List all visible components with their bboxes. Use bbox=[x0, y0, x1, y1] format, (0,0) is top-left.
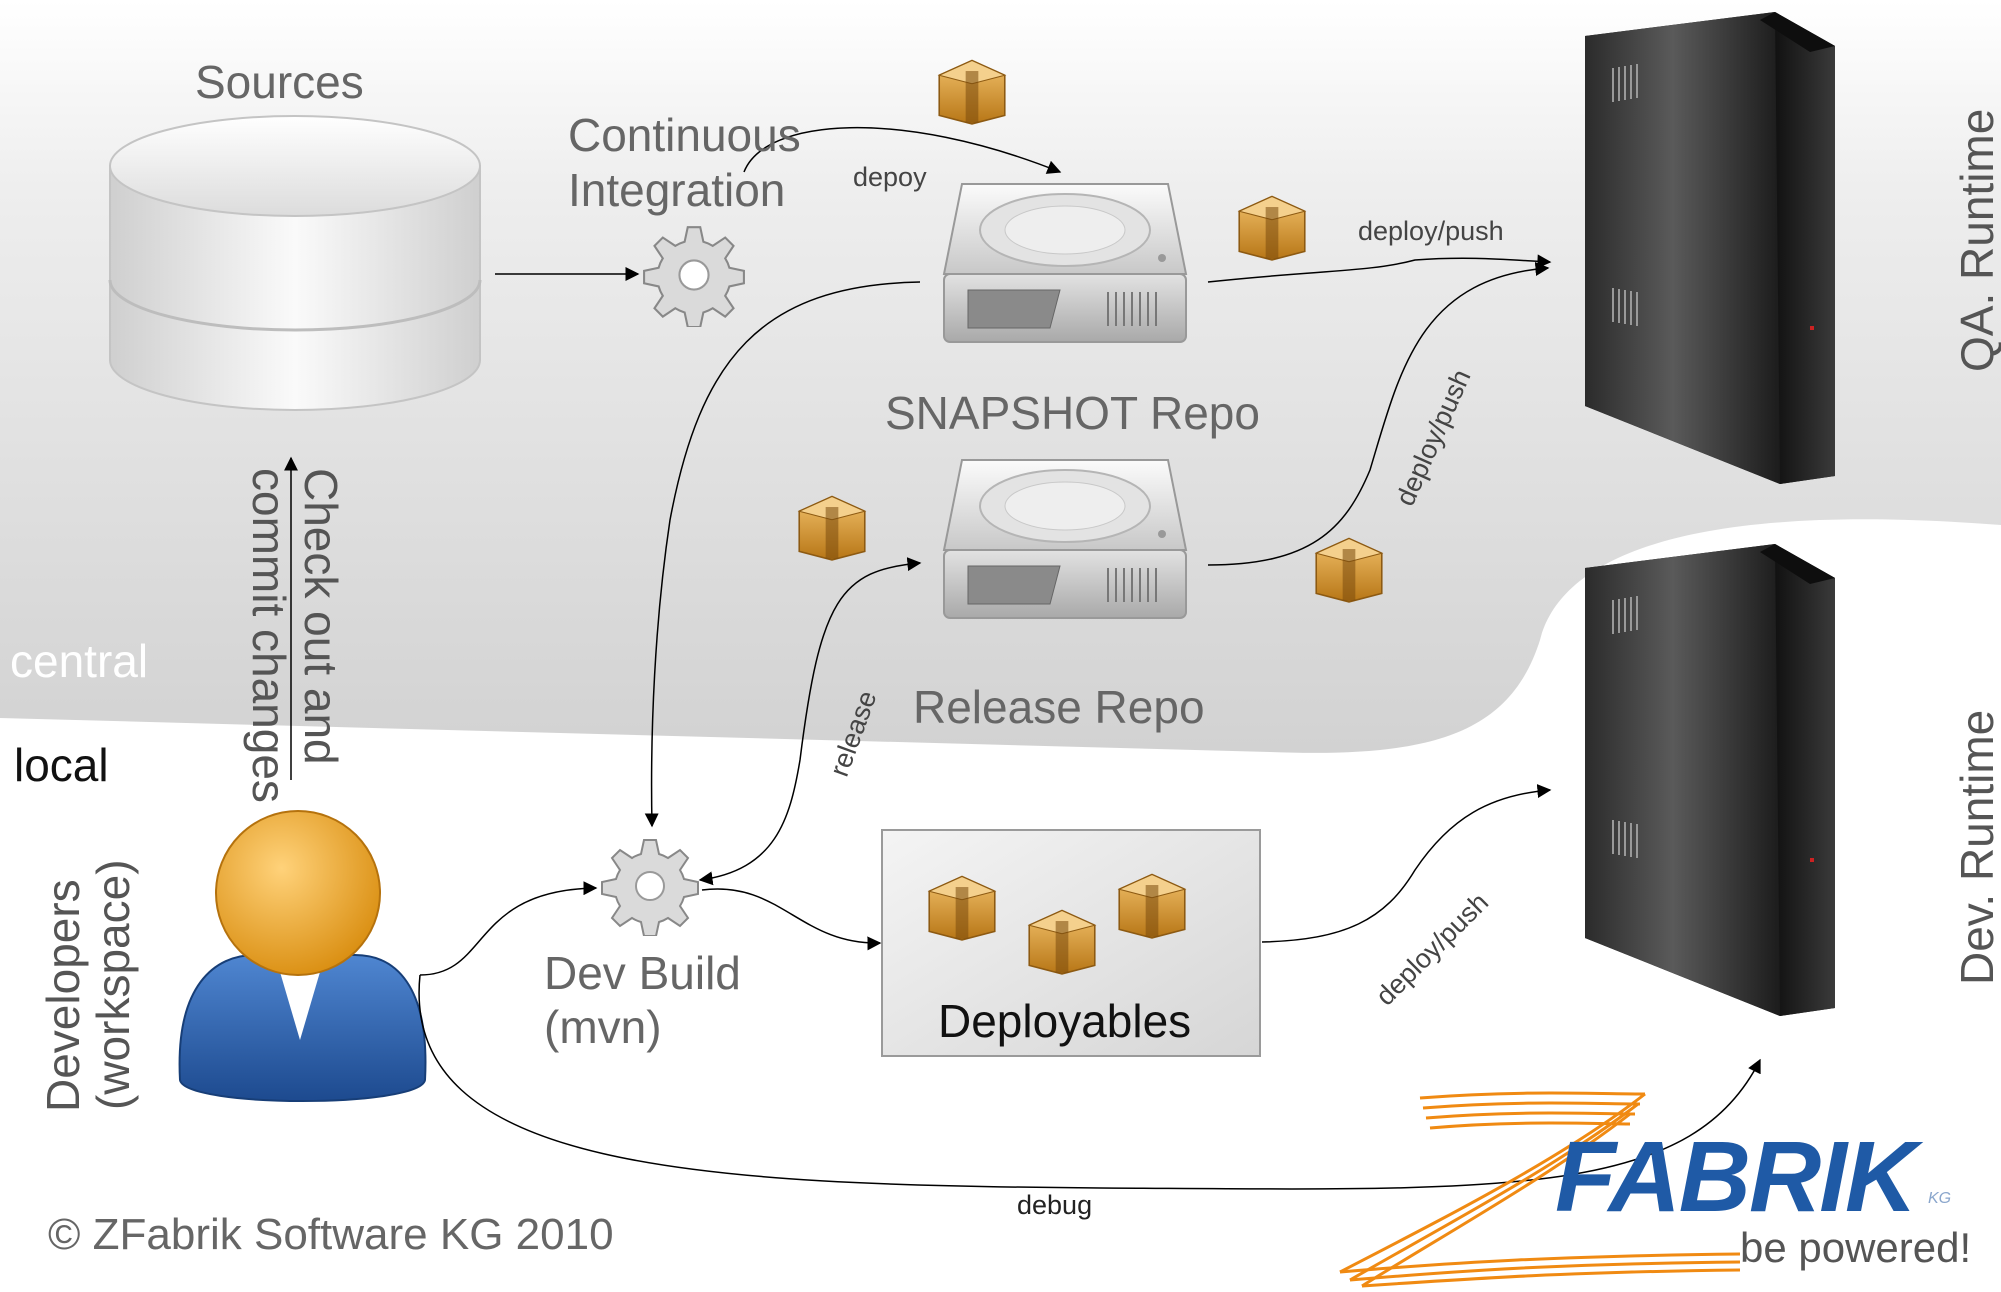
package-icon bbox=[1028, 909, 1096, 975]
package-icon bbox=[1315, 537, 1383, 603]
edge-release-to-qa bbox=[1207, 262, 1550, 566]
deployables-label: Deployables bbox=[938, 995, 1192, 1047]
central-label: central bbox=[10, 635, 149, 687]
edge-developer-to-devbuild bbox=[419, 881, 598, 976]
logo-tagline: be powered! bbox=[1740, 1224, 1972, 1271]
local-label: local bbox=[14, 739, 109, 791]
dev-build-label-line2: (mvn) bbox=[544, 1001, 662, 1053]
dev-runtime-label: Dev. Runtime bbox=[1951, 709, 2001, 985]
copyright-text: © ZFabrik Software KG 2010 bbox=[48, 1210, 614, 1259]
sources-database bbox=[108, 115, 482, 411]
developer-avatar-icon bbox=[178, 810, 427, 1102]
edge-devbuild-to-release bbox=[698, 557, 922, 886]
edge-devbuild-to-deployables bbox=[701, 888, 882, 951]
logo-kg: KG bbox=[1928, 1190, 1952, 1207]
central-zone bbox=[0, 0, 2001, 753]
ci-gear-icon bbox=[643, 226, 745, 327]
dev-build-label-line1: Dev Build bbox=[544, 947, 741, 999]
package-icon bbox=[798, 495, 866, 561]
edge-snapshot-to-devbuild bbox=[644, 281, 921, 828]
commit-changes-label: commit changes bbox=[243, 468, 295, 803]
qa-runtime-server bbox=[1584, 11, 1836, 485]
workspace-label: (workspace) bbox=[87, 859, 139, 1110]
edge-debug bbox=[418, 974, 1761, 1190]
package-icon bbox=[1238, 195, 1306, 261]
logo-name: FABRIK bbox=[1555, 1121, 1917, 1233]
package-icon bbox=[1118, 873, 1186, 939]
edge-snapshot-to-qa bbox=[1207, 254, 1552, 283]
ci-label-line1: Continuous bbox=[568, 109, 801, 161]
depoy-edge-label: depoy bbox=[853, 162, 927, 192]
snapshot-repo-label: SNAPSHOT Repo bbox=[885, 387, 1260, 439]
package-icon bbox=[938, 59, 1006, 125]
sources-label: Sources bbox=[195, 56, 364, 108]
dev-build-gear-icon bbox=[601, 839, 699, 936]
release-repo-label: Release Repo bbox=[913, 681, 1205, 733]
qa-runtime-label: QA. Runtime bbox=[1951, 108, 2001, 372]
release-repo-drive bbox=[943, 459, 1187, 619]
edge-deployables-to-dev bbox=[1261, 784, 1552, 943]
edge-ci-to-snapshot bbox=[743, 127, 1062, 174]
check-out-label: Check out and bbox=[295, 468, 347, 765]
ci-label-line2: Integration bbox=[568, 164, 786, 216]
deploy-push-snapshot-label: deploy/push bbox=[1358, 216, 1504, 246]
package-icon bbox=[928, 875, 996, 941]
zfabrik-logo-icon bbox=[1339, 1091, 1741, 1288]
snapshot-repo-drive bbox=[943, 183, 1187, 343]
debug-edge-label: debug bbox=[1017, 1190, 1093, 1220]
dev-runtime-server bbox=[1584, 543, 1836, 1017]
developers-label: Developers bbox=[37, 879, 89, 1112]
